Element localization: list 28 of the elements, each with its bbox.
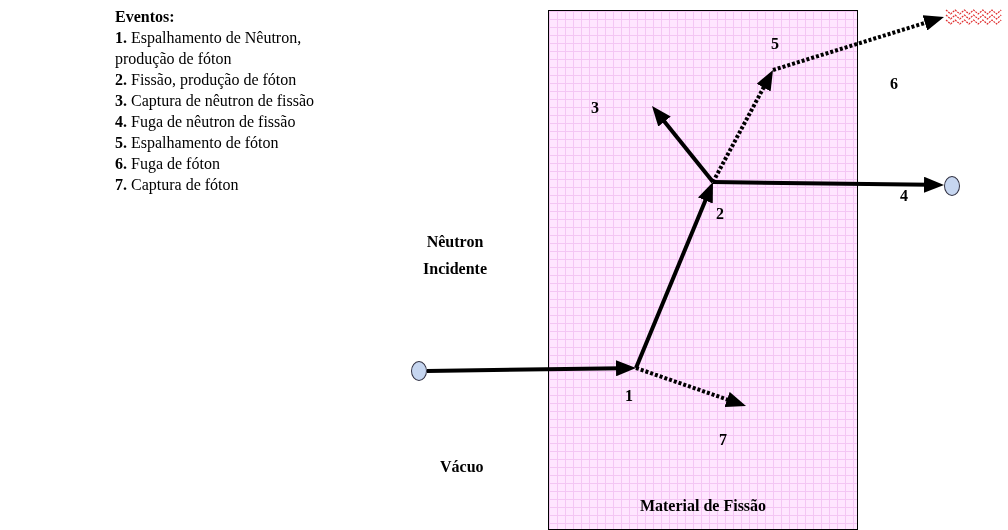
event-number: 6 — [890, 75, 898, 93]
legend-item: 7. Captura de fóton — [115, 175, 240, 195]
legend-item: 5. Espalhamento de fóton — [115, 133, 280, 153]
legend-item: 4. Fuga de nêutron de fissão — [115, 112, 297, 132]
legend-title: Eventos: — [115, 7, 176, 27]
event-number: 5 — [771, 35, 795, 71]
particle-circle — [944, 176, 960, 196]
particle-circle — [411, 361, 427, 381]
arrow — [634, 182, 713, 369]
event-number: 3 — [591, 93, 653, 123]
arrow — [712, 176, 944, 193]
arrow — [426, 360, 636, 377]
legend-item: 1. Espalhamento de Nêutron, produção de fóton — [115, 28, 303, 69]
arrow — [711, 70, 773, 183]
legend-item: 6. Fuga de fóton — [115, 154, 221, 174]
event-number: Vácuo — [440, 458, 484, 476]
legend-item: 3. Captura de nêutron de fissão — [115, 91, 316, 111]
material-region — [548, 10, 858, 530]
region-label: Material de Fissão — [638, 497, 768, 515]
event-number: 2 — [707, 183, 733, 223]
arrow — [635, 366, 746, 408]
event-number: 4 — [900, 187, 908, 205]
legend-item: 2. Fissão, produção de fóton — [115, 70, 298, 90]
arrow — [772, 15, 944, 72]
particle-caption: Nêutron Incidente — [422, 232, 488, 279]
arrow — [652, 106, 715, 184]
event-number: 1 — [625, 369, 649, 405]
event-number: 7 — [719, 407, 753, 449]
